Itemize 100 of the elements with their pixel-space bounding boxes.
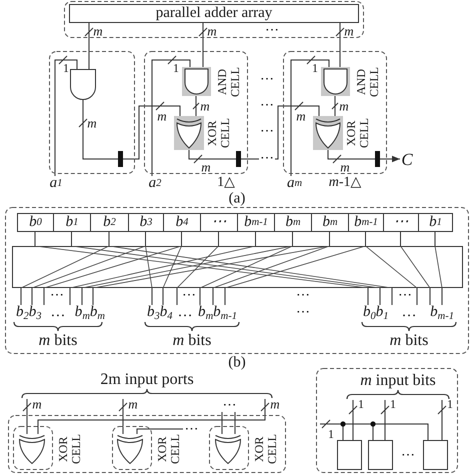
ellipsis: ⋯ xyxy=(401,449,415,463)
ellipsis: ⋯ xyxy=(260,73,274,87)
bus-width-label: 1 xyxy=(390,398,396,410)
wire xyxy=(108,232,110,246)
wire xyxy=(38,398,266,434)
wire xyxy=(365,232,366,246)
cell-label: XOR CELL xyxy=(345,117,371,150)
panel-label: (a) xyxy=(228,192,246,206)
wire xyxy=(328,150,376,160)
dashed-frame xyxy=(5,207,469,354)
wire xyxy=(176,288,178,306)
ellipsis: ⋯ xyxy=(182,289,196,303)
cell-frame xyxy=(209,426,249,470)
bit-cell: ⋯ xyxy=(383,213,419,232)
wire xyxy=(136,428,184,434)
bus-width-label: m xyxy=(32,398,42,410)
wire xyxy=(384,400,386,440)
wire xyxy=(20,288,22,306)
delay-label: m-1△ xyxy=(328,176,362,190)
bus-width-label: m xyxy=(128,398,138,410)
group-label: m bits xyxy=(390,333,428,349)
ellipsis: ⋯ xyxy=(221,399,238,412)
and-gate xyxy=(321,67,350,96)
wire xyxy=(188,150,236,160)
port-labels: b$_{2}$b$_{3}$ … b$_{m}$b$_{m}$ xyxy=(16,305,105,321)
bus-width-label: 1 xyxy=(328,428,334,440)
ellipsis: ⋯ xyxy=(260,99,274,113)
bus-width-label: 1 xyxy=(312,62,318,74)
xor-gate xyxy=(174,116,204,150)
bus-width-label: m xyxy=(339,100,349,112)
bus-width-label: m xyxy=(157,110,167,122)
bus-width-label: m xyxy=(344,24,354,38)
ellipsis: ⋯ xyxy=(265,24,279,38)
wire xyxy=(274,106,320,160)
bus-width-label: m xyxy=(200,100,210,112)
cell-label: XOR CELL xyxy=(253,433,279,466)
wire xyxy=(234,412,236,434)
register-bar xyxy=(375,151,380,167)
xor-gate xyxy=(215,434,241,464)
delay-label: 1△ xyxy=(217,176,235,190)
group-label: m bits xyxy=(38,333,78,349)
logic-block xyxy=(368,440,393,470)
group-label: 2m input ports xyxy=(100,372,194,388)
wire xyxy=(400,232,401,246)
cell-label: AND CELL xyxy=(355,66,381,99)
wire xyxy=(240,158,260,160)
wire xyxy=(88,22,90,70)
permutation-block xyxy=(12,246,463,288)
wire xyxy=(145,232,146,246)
ellipsis: ⋯ xyxy=(398,289,412,303)
bus-width-label: 1 xyxy=(173,62,179,74)
wire xyxy=(202,22,204,68)
bus-width-label: 1 xyxy=(358,398,364,410)
wire xyxy=(152,60,190,176)
port-labels: b$_{0}$b$_{1}$ … b$_{m-1}$ xyxy=(363,305,454,321)
bus-width-label: m xyxy=(296,110,306,122)
ellipsis: ⋯ xyxy=(296,306,310,320)
bus-width-label: 1 xyxy=(447,398,453,410)
adder-array-box: parallel adder array xyxy=(69,4,359,23)
wire xyxy=(255,232,256,246)
wire xyxy=(34,232,36,246)
bus-width-label: m xyxy=(270,398,280,410)
group-label: m bits xyxy=(172,333,212,349)
cell-frame xyxy=(112,426,152,470)
output-label: C xyxy=(400,151,414,168)
wire xyxy=(352,400,354,440)
ellipsis: ⋯ xyxy=(260,125,274,139)
wire xyxy=(122,398,124,434)
cell-label: XOR CELL xyxy=(156,433,182,466)
logic-block xyxy=(423,440,448,470)
wire xyxy=(224,288,226,306)
xor-gate xyxy=(313,116,343,150)
wire xyxy=(334,96,336,116)
wire xyxy=(71,232,72,246)
group-label: m input bits xyxy=(360,373,436,389)
wire xyxy=(434,232,436,246)
dashed-frame xyxy=(64,1,364,38)
xor-gate xyxy=(117,434,143,464)
wire xyxy=(181,232,182,246)
cell-frame xyxy=(13,426,53,470)
and-gate xyxy=(182,67,211,96)
bus-width-label: m xyxy=(340,160,350,174)
cell-frame xyxy=(144,51,248,174)
panel-label: (b) xyxy=(228,356,246,370)
wire xyxy=(290,60,330,176)
wire xyxy=(292,232,293,246)
xor-gate xyxy=(19,434,45,464)
wire xyxy=(218,232,219,246)
bus-width-label: m xyxy=(93,24,103,38)
wire xyxy=(162,288,164,306)
wire xyxy=(92,288,94,306)
ellipsis: ⋯ xyxy=(259,152,275,166)
wire xyxy=(212,288,214,306)
ellipsis: ⋯ xyxy=(296,289,310,303)
dashed-frame xyxy=(8,415,286,473)
arrow xyxy=(380,156,400,162)
wire xyxy=(82,100,118,160)
logic-block xyxy=(337,440,362,470)
cell-frame xyxy=(49,51,135,174)
wire xyxy=(122,106,180,160)
